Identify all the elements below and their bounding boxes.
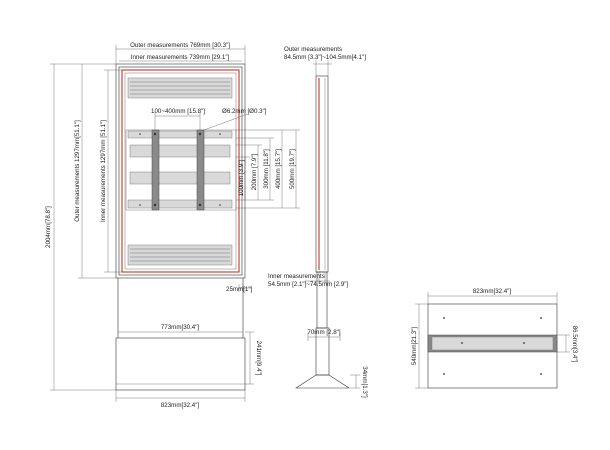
top-dimensions	[415, 292, 570, 389]
inner-width-label: Inner measurements 739mm [29.1"]	[131, 54, 230, 61]
tray-depth-label: 86.5mm[3.4"]	[571, 326, 578, 363]
lower-rail	[127, 199, 233, 209]
vesa-arm-right	[196, 129, 205, 211]
side-outer-value: 84.5mm [3.3"]~104.5mm[4.1"]	[284, 54, 366, 61]
side-foot	[294, 374, 351, 389]
front-dimensions	[50, 45, 300, 402]
side-housing	[315, 75, 329, 273]
outer-width-label: Outer measurements 769mm [30.3"]	[130, 42, 230, 49]
side-inner-value: 54.5mm [2.1"]~74.5mm [2.9"]	[268, 281, 349, 288]
front-base	[115, 337, 246, 391]
vesa-500-label: 500mm [19.7"]	[289, 149, 296, 189]
side-view	[294, 75, 351, 389]
base-width-label: 823mm[32.4"]	[161, 402, 200, 409]
pole-width-label: 70mm [2.8"]	[307, 329, 340, 336]
bolt-label: Ø6.2mm [Ø0.3"]	[222, 108, 267, 115]
foot-height-label: 34mm[1.3"]	[361, 366, 368, 398]
vesa-100-label: 100mm [3.9"]	[238, 159, 245, 196]
vesa-horizontal-label: 100~400mm [15.8"]	[151, 108, 205, 115]
inner-base-label: 773mm[30.4"]	[161, 324, 200, 331]
side-outer-title: Outer measurements	[284, 46, 342, 53]
top-grille	[127, 77, 233, 99]
vesa-200-label: 200mm [7.9"]	[251, 153, 258, 190]
gap-label: 25mm[1"]	[226, 286, 253, 293]
top-view	[427, 303, 558, 389]
side-inner-title: Inner measurements	[268, 273, 325, 280]
inner-height-label: Inner measurements 1297mm [51.1"]	[100, 120, 107, 222]
outer-height-label: Outer measurements 1297mm[51.1"]	[74, 120, 81, 222]
vesa-400-label: 400mm [15.7"]	[275, 149, 282, 189]
front-view	[115, 63, 246, 391]
top-width-label: 823mm[32.4"]	[473, 288, 512, 295]
upper-rail	[127, 130, 233, 139]
vesa-300-label: 300mm [11.8"]	[263, 149, 270, 189]
top-depth-label: 540mm[21.3"]	[411, 327, 418, 366]
base-height-label: 241mm[9.4"]	[255, 341, 262, 376]
screen-outline	[121, 69, 240, 273]
total-height-label: 2004mm[78.8"]	[45, 206, 52, 248]
side-dimensions	[305, 60, 360, 389]
bottom-grille	[127, 244, 233, 266]
vesa-arm-left	[151, 129, 160, 211]
